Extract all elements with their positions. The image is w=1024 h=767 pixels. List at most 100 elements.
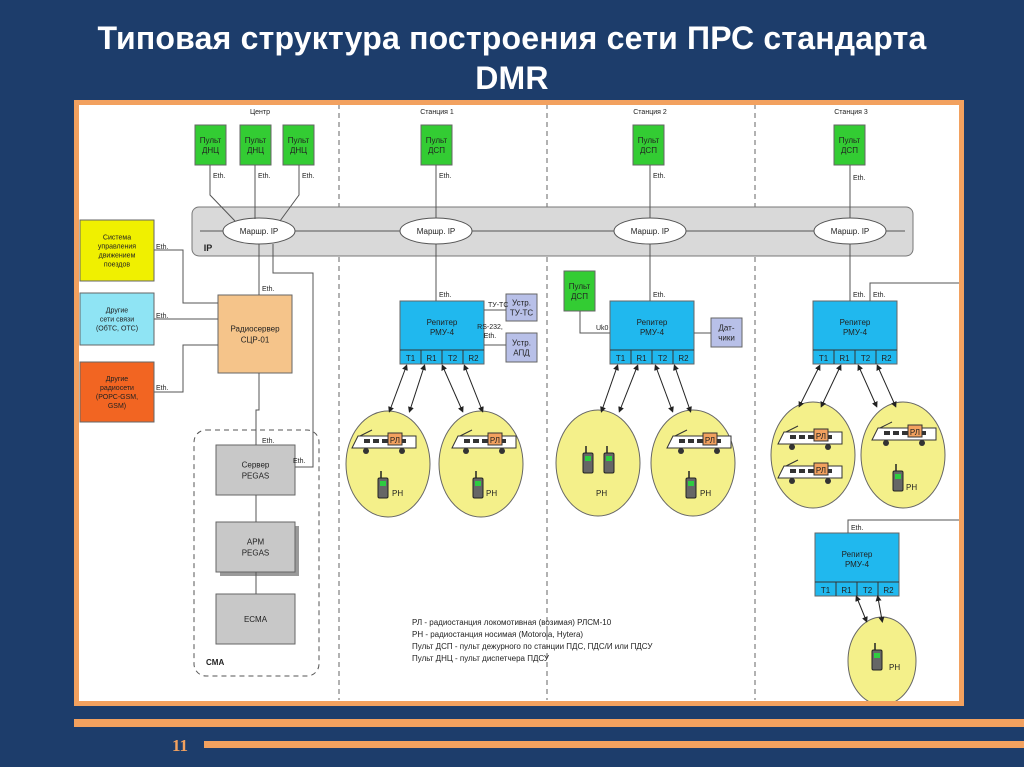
repeater-station3-port-T1: T1 xyxy=(819,354,829,363)
coverage-s2-b xyxy=(650,409,736,517)
cma-arm-box-label-line-1: АРМ xyxy=(247,537,265,546)
footer-bar-top xyxy=(74,719,1024,727)
device-tu-ts-label-line-2: ТУ-ТС xyxy=(510,308,534,317)
loco-s2-b-wheel-1 xyxy=(678,448,684,454)
repeater-station3-title-line-2: РМУ-4 xyxy=(843,328,868,337)
loco-s3-c-window-5 xyxy=(920,431,926,435)
external-radio-networks xyxy=(79,361,155,423)
footer-bar-bottom xyxy=(204,741,1024,748)
console-dsp-station2-local-label-line-2: ДСП xyxy=(571,292,588,301)
repeater-station1-port-T1: T1 xyxy=(406,354,416,363)
repeater-station1-title-line-1: Репитер xyxy=(427,318,458,327)
loco-s1-b-wheel-1 xyxy=(463,448,469,454)
external-radio-networks-label-line-3: (РОРС-GSM, xyxy=(96,394,138,401)
link-router3-extra-repeater xyxy=(847,282,959,533)
loco-s3-c-window-1 xyxy=(884,431,890,435)
repeater-station3-extra-port-R2: R2 xyxy=(883,586,894,595)
repeater-station1-port-R2: R2 xyxy=(468,354,479,363)
loco-s3-b-rl-box xyxy=(813,462,829,476)
eth-label-comm: Eth. xyxy=(156,313,169,320)
loco-s3-b-rl-label: РЛ xyxy=(816,466,826,475)
eth-label-dsp3: Eth. xyxy=(853,175,866,182)
link-radioserver-cma xyxy=(255,373,260,445)
console-dnc-3-label-line-1: Пульт xyxy=(288,136,310,145)
loco-s3-b-pantograph xyxy=(785,459,799,467)
eth-label-repeater3: Eth. xyxy=(853,292,866,299)
arrow-s3-t2 xyxy=(857,364,878,408)
repeater-station3-title-line-1: Репитер xyxy=(840,318,871,327)
loco-s3-b-window-1 xyxy=(790,469,796,473)
loco-s1-b-rl-box xyxy=(487,432,503,446)
eth-label-dnc2: Eth. xyxy=(258,173,271,180)
loco-s3-c-rl-label: РЛ xyxy=(910,428,920,437)
arrow-s2-r1 xyxy=(618,364,639,413)
coverage-s3-b xyxy=(860,401,946,509)
external-comm-networks-label-line-1: Другие xyxy=(106,307,129,314)
loco-s3-a-pantograph xyxy=(785,425,799,433)
repeater-station3-extra-port-R1: R1 xyxy=(841,586,852,595)
loco-s1-a-wheel-2 xyxy=(399,448,405,454)
repeater-station2-port-R2: R2 xyxy=(678,354,689,363)
loco-s1-a-rl-box xyxy=(387,432,403,446)
section-header-station1: Станция 1 xyxy=(420,109,454,116)
ip-label: IP xyxy=(204,243,213,253)
external-radio-networks-label-line-1: Другие xyxy=(106,376,129,383)
loco-s1-b-rl-label: РЛ xyxy=(490,436,500,445)
title-line-2: DMR xyxy=(475,60,549,96)
loco-s3-c-window-3 xyxy=(902,431,908,435)
radioserver-box-label-line-2: СЦР-01 xyxy=(241,335,270,344)
eth-label-dsp1: Eth. xyxy=(439,173,452,180)
eth-label-dnc3: Eth. xyxy=(302,173,315,180)
eth-label-repeater2: Eth. xyxy=(653,292,666,299)
device-apd-label-line-2: АПД xyxy=(513,348,530,357)
arrow-s2-t2 xyxy=(654,364,674,413)
console-dnc-2-label-line-1: Пульт xyxy=(245,136,267,145)
section-header-station3: Станция 3 xyxy=(834,109,868,116)
radioserver-box-label-line-1: Радиосервер xyxy=(230,324,280,333)
console-dnc-1-label-line-2: ДНЦ xyxy=(202,146,219,155)
handheld-s2-a-screen xyxy=(585,456,591,461)
loco-s3-b-window-2 xyxy=(799,469,805,473)
cma-ecma-box-label-line-1: ECMA xyxy=(244,615,268,624)
legend-line-1: РЛ - радиостанция локомотивная (возимая)… xyxy=(412,618,612,627)
handheld-s3-a-screen xyxy=(895,474,901,479)
console-dsp-station1-label-line-2: ДСП xyxy=(428,146,445,155)
label-rs232-line-1: RS-232, xyxy=(477,324,503,331)
loco-s2-b-window-2 xyxy=(688,439,694,443)
loco-s1-b-window-2 xyxy=(473,439,479,443)
loco-s1-b-window-1 xyxy=(464,439,470,443)
cma-arm-box xyxy=(215,521,296,573)
console-dnc-2-label-line-2: ДНЦ xyxy=(247,146,264,155)
rn-label-s1-b: РН xyxy=(486,489,497,498)
console-dsp-station2-label-line-1: Пульт xyxy=(638,136,660,145)
coverage-s2-a xyxy=(555,409,641,517)
loco-s1-a-wheel-1 xyxy=(363,448,369,454)
router-label-1: Маршр. IP xyxy=(240,227,279,236)
eth-label-control: Eth. xyxy=(156,244,169,251)
repeater-station3-extra-title-line-2: РМУ-4 xyxy=(845,560,870,569)
cma-server-box-label-line-2: PEGAS xyxy=(242,471,270,480)
loco-s3-a-wheel-2 xyxy=(825,444,831,450)
loco-s3-b-wheel-1 xyxy=(789,478,795,484)
loco-s1-b-window-5 xyxy=(500,439,506,443)
loco-s2-b-window-3 xyxy=(697,439,703,443)
loco-s3-b-window-3 xyxy=(808,469,814,473)
device-apd-label-line-1: Устр. xyxy=(512,338,531,347)
loco-s3-c-wheel-1 xyxy=(883,440,889,446)
arrow-s3-r2 xyxy=(876,364,897,408)
external-comm-networks-label-line-2: сети связи xyxy=(100,316,134,323)
eth-label-repeater3-b: Eth. xyxy=(873,292,886,299)
loco-s3-a-rl-label: РЛ xyxy=(816,432,826,441)
eth-label-radio: Eth. xyxy=(156,385,169,392)
loco-s3-c-rl-box xyxy=(907,424,923,438)
console-dnc-1-label-line-1: Пульт xyxy=(200,136,222,145)
repeater-station2-title-line-1: Репитер xyxy=(637,318,668,327)
coverage-s1-a xyxy=(345,410,431,518)
handheld-s1-a-screen xyxy=(380,481,386,486)
cma-label: CMA xyxy=(206,658,224,667)
arrow-s1-t2 xyxy=(441,364,464,413)
arrow-s2-t1 xyxy=(600,364,619,413)
loco-s3-a-window-5 xyxy=(826,435,832,439)
